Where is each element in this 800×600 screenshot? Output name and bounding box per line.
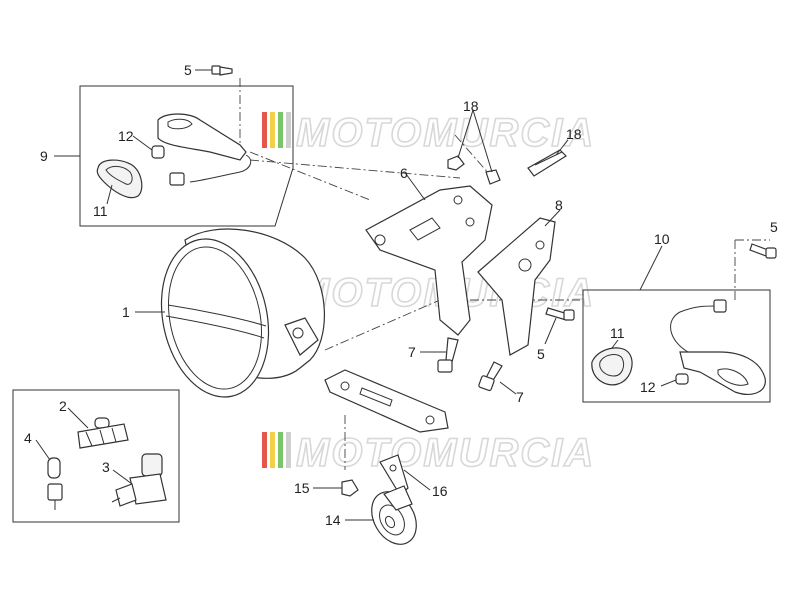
callout-14: 14	[325, 512, 341, 528]
watermark-stripe	[262, 112, 267, 148]
callout-4: 4	[24, 430, 32, 446]
assembly-lines	[239, 78, 770, 470]
watermark-stripe	[278, 432, 283, 468]
watermark-text: MOTOMURCIA	[296, 111, 595, 155]
screw-top	[211, 65, 233, 76]
callout-16: 16	[432, 483, 448, 499]
watermark-bottom: MOTOMURCIA	[262, 430, 595, 476]
screw-7-left	[437, 337, 459, 373]
right-turn-indicator	[670, 299, 766, 395]
watermark-top: MOTOMURCIA	[262, 110, 595, 156]
callout-3: 3	[102, 459, 110, 475]
callout-6: 6	[400, 165, 408, 181]
screw-5-middle	[545, 307, 575, 321]
screw-5-right	[749, 243, 777, 259]
mounting-plate	[324, 369, 449, 433]
watermark-stripe	[278, 112, 283, 148]
left-turn-indicator	[157, 113, 252, 186]
callout-7-right: 7	[516, 389, 524, 405]
headlight-bracket-left	[365, 185, 493, 336]
nut-18-b	[485, 169, 501, 185]
callout-2: 2	[59, 398, 67, 414]
group-box-bulbs	[12, 389, 180, 523]
headlight-unit	[160, 228, 326, 398]
nut-18-a	[447, 155, 465, 171]
right-indicator-bulb	[675, 373, 689, 385]
group-box-left-indicator	[79, 85, 294, 227]
watermark-stripe	[286, 112, 291, 148]
callout-18-right: 18	[566, 126, 582, 142]
callout-9: 9	[40, 148, 48, 164]
callout-18-left: 18	[463, 98, 479, 114]
watermark-stripe	[270, 112, 275, 148]
horn-bracket	[379, 454, 409, 496]
right-indicator-lens	[591, 347, 633, 386]
callout-5-top: 5	[184, 62, 192, 78]
clip-18	[527, 149, 567, 177]
callout-labels: 5 18 18 12 9 11 6 8 5 10 1 5 7 7 11 12 2…	[24, 62, 778, 528]
callout-11-right: 11	[610, 325, 625, 341]
callout-7-left: 7	[408, 344, 416, 360]
watermark-text: MOTOMURCIA	[296, 431, 595, 475]
leader-lines	[35, 69, 677, 521]
callout-12-right: 12	[640, 379, 656, 395]
callout-15: 15	[294, 480, 310, 496]
bulb-h1-with-connector	[111, 453, 167, 507]
group-box-right-indicator	[582, 289, 771, 403]
headlight-bracket-right	[477, 217, 556, 356]
watermark-stripe	[262, 432, 267, 468]
callout-11-left: 11	[93, 203, 108, 219]
watermark-stripe	[286, 432, 291, 468]
screw-7-right	[478, 361, 503, 392]
left-indicator-bulb	[151, 145, 165, 159]
callout-8: 8	[555, 197, 563, 213]
left-indicator-lens	[96, 159, 143, 199]
callout-5-right: 5	[770, 219, 778, 235]
watermark-stripe	[270, 432, 275, 468]
callout-5-middle: 5	[537, 346, 545, 362]
parking-bulb	[47, 457, 63, 510]
horn	[371, 485, 417, 545]
callout-10: 10	[654, 231, 670, 247]
callout-1: 1	[122, 304, 130, 320]
callout-12-left: 12	[118, 128, 134, 144]
headlight-bulb-h4	[77, 417, 129, 449]
